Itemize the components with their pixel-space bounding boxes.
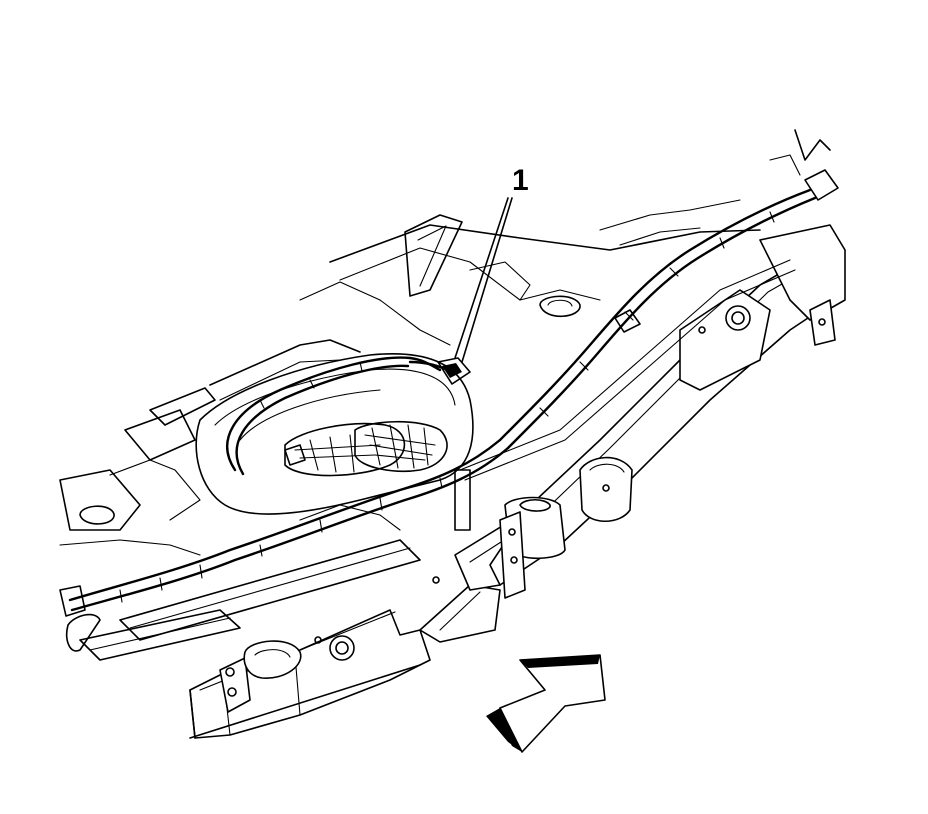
underbody-floor bbox=[59, 129, 831, 556]
frame-rail-right bbox=[454, 224, 846, 599]
callout-1-leader-right bbox=[461, 197, 513, 363]
callout-1: 1 bbox=[454, 164, 529, 363]
fuel-tank bbox=[195, 353, 474, 515]
forward-direction-arrow-icon bbox=[486, 654, 606, 753]
wiring-harness bbox=[59, 169, 839, 652]
callout-1-label: 1 bbox=[512, 164, 529, 197]
frame-rail-left bbox=[79, 539, 501, 739]
callout-1-leader-left bbox=[454, 197, 509, 359]
